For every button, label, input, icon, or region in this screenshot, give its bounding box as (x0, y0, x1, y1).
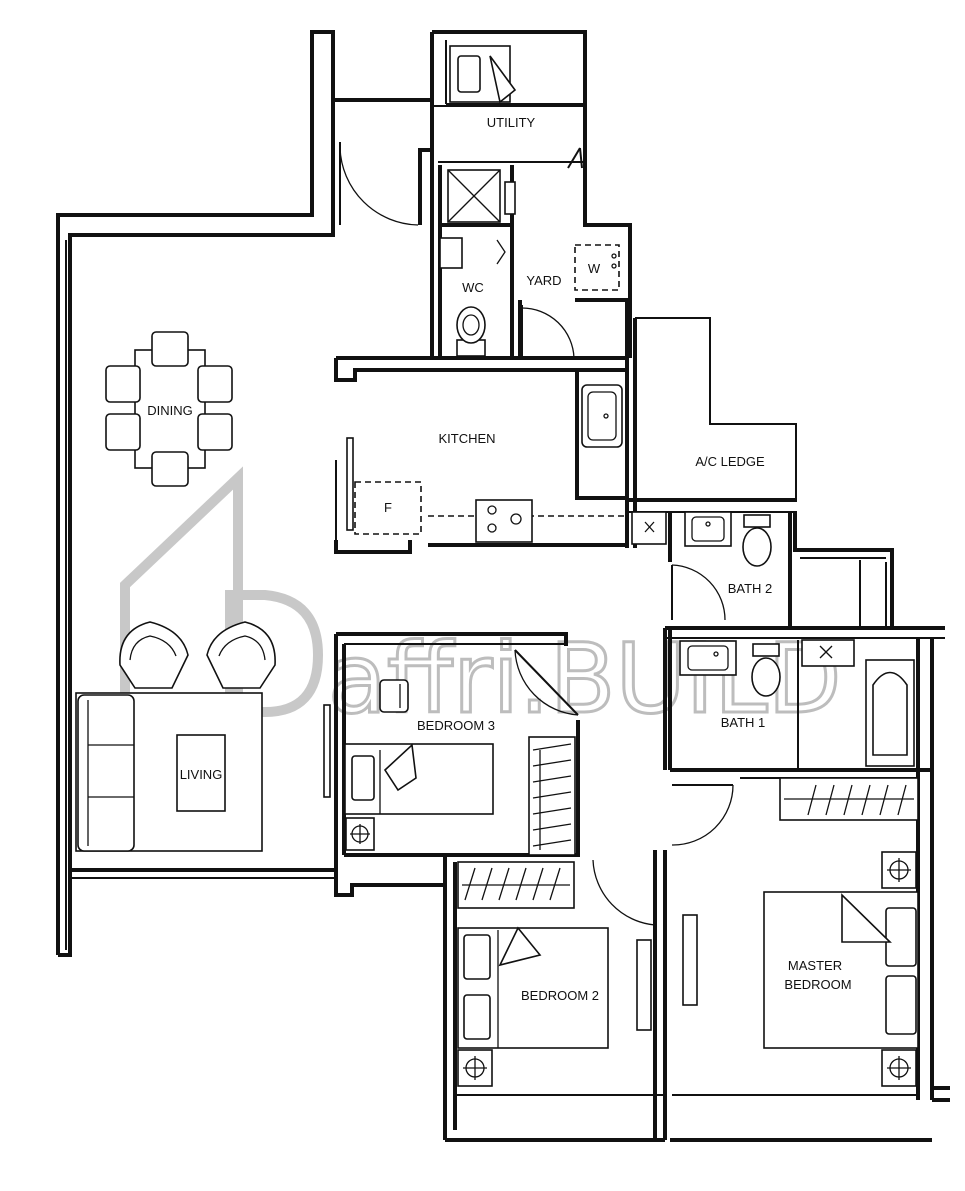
fridge-label: F (384, 500, 392, 515)
room-label-yard: YARD (526, 273, 561, 288)
room-label-bath1: BATH 1 (721, 715, 766, 730)
room-label-bedroom3: BEDROOM 3 (417, 718, 495, 733)
kitchen-room: F KITCHEN (354, 384, 667, 545)
room-label-kitchen: KITCHEN (438, 431, 495, 446)
room-label-bath2: BATH 2 (728, 581, 773, 596)
washer-label: W (588, 261, 601, 276)
room-label-wc: WC (462, 280, 484, 295)
room-label-ac-ledge: A/C LEDGE (695, 454, 765, 469)
room-label-master-line1: MASTER (788, 958, 842, 973)
room-label-dining: DINING (147, 403, 193, 418)
bath1-room: BATH 1 (679, 639, 915, 767)
room-label-utility: UTILITY (487, 115, 536, 130)
exterior-walls (56, 30, 950, 1142)
dining-set: DINING (105, 331, 233, 487)
wc-room: WC (439, 169, 516, 357)
doors (323, 142, 734, 1031)
yard-room: W YARD (526, 244, 620, 291)
bath2-room: BATH 2 (684, 511, 773, 596)
utility-room: UTILITY (449, 45, 583, 169)
bedroom2-room: BEDROOM 2 (457, 861, 609, 1087)
room-label-bedroom2: BEDROOM 2 (521, 988, 599, 1003)
room-label-master-line2: BEDROOM (784, 977, 851, 992)
master-bedroom-room: MASTER BEDROOM (763, 777, 919, 1087)
room-label-living: LIVING (180, 767, 223, 782)
bedroom3-room: BEDROOM 3 (344, 679, 576, 856)
living-room: LIVING (75, 621, 276, 852)
